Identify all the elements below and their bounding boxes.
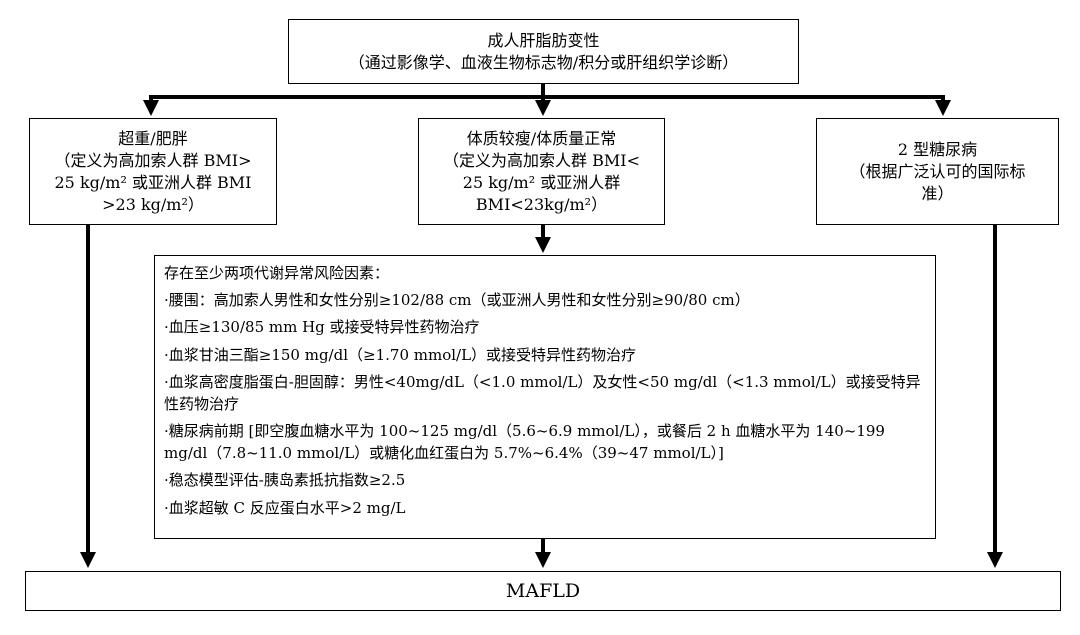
type2-diabetes-box: 2 型糖尿病 （根据广泛认可的国际标 准） [816, 118, 1059, 225]
hepatic-steatosis-box: 成人肝脂肪变性 （通过影像学、血液生物标志物/积分或肝组织学诊断） [288, 19, 799, 84]
mafld-outcome-box: MAFLD [25, 571, 1061, 611]
lean-def-line2: 25 kg/m² 或亚洲人群 [462, 172, 621, 192]
risk-factor-crp: ·血浆超敏 C 反应蛋白水平>2 mg/L [164, 498, 406, 517]
lean-def-line3: BMI<23kg/m²） [475, 194, 608, 214]
risk-factor-triglycerides: ·血浆甘油三酯≥150 mg/dl（≥1.70 mmol/L）或接受特异性药物治… [164, 345, 637, 364]
metabolic-risk-factors-box: 存在至少两项代谢异常风险因素： ·腰围：高加索人男性和女性分别≥102/88 c… [154, 255, 936, 539]
lean-title: 体质较瘦/体质量正常 [466, 128, 617, 148]
diabetes-def-line2: 准） [921, 183, 954, 203]
overweight-def-line3: >23 kg/m²） [102, 194, 204, 214]
mafld-label: MAFLD [505, 580, 581, 602]
overweight-def-line1: （定义为高加索人群 BMI> [54, 150, 252, 170]
risk-factor-blood-pressure: ·血压≥130/85 mm Hg 或接受特异性药物治疗 [164, 318, 480, 336]
overweight-obesity-box: 超重/肥胖 （定义为高加索人群 BMI> 25 kg/m² 或亚洲人群 BMI … [29, 118, 277, 225]
lean-def-line1: （定义为高加索人群 BMI< [443, 150, 640, 170]
overweight-title: 超重/肥胖 [118, 128, 188, 148]
diabetes-title: 2 型糖尿病 [897, 139, 978, 159]
top-box-title: 成人肝脂肪变性 [487, 30, 600, 50]
overweight-def-line2: 25 kg/m² 或亚洲人群 BMI [54, 172, 252, 192]
diabetes-def-line1: （根据广泛认可的国际标 [849, 161, 1026, 181]
top-box-subtitle: （通过影像学、血液生物标志物/积分或肝组织学诊断） [348, 52, 739, 72]
risk-factor-waist: ·腰围：高加索人男性和女性分别≥102/88 cm（或亚洲人男性和女性分别≥90… [164, 290, 750, 309]
risk-factor-hdl: ·血浆高密度脂蛋白-胆固醇：男性<40mg/dL（<1.0 mmol/L）及女性… [164, 373, 921, 413]
risk-factor-prediabetes: ·糖尿病前期 [即空腹血糖水平为 100~125 mg/dl（5.6~6.9 m… [164, 422, 885, 462]
lean-normal-weight-box: 体质较瘦/体质量正常 （定义为高加索人群 BMI< 25 kg/m² 或亚洲人群… [418, 118, 665, 225]
risk-factor-homa-ir: ·稳态模型评估-胰岛素抵抗指数≥2.5 [164, 471, 406, 489]
risk-factors-title: 存在至少两项代谢异常风险因素： [164, 264, 390, 282]
